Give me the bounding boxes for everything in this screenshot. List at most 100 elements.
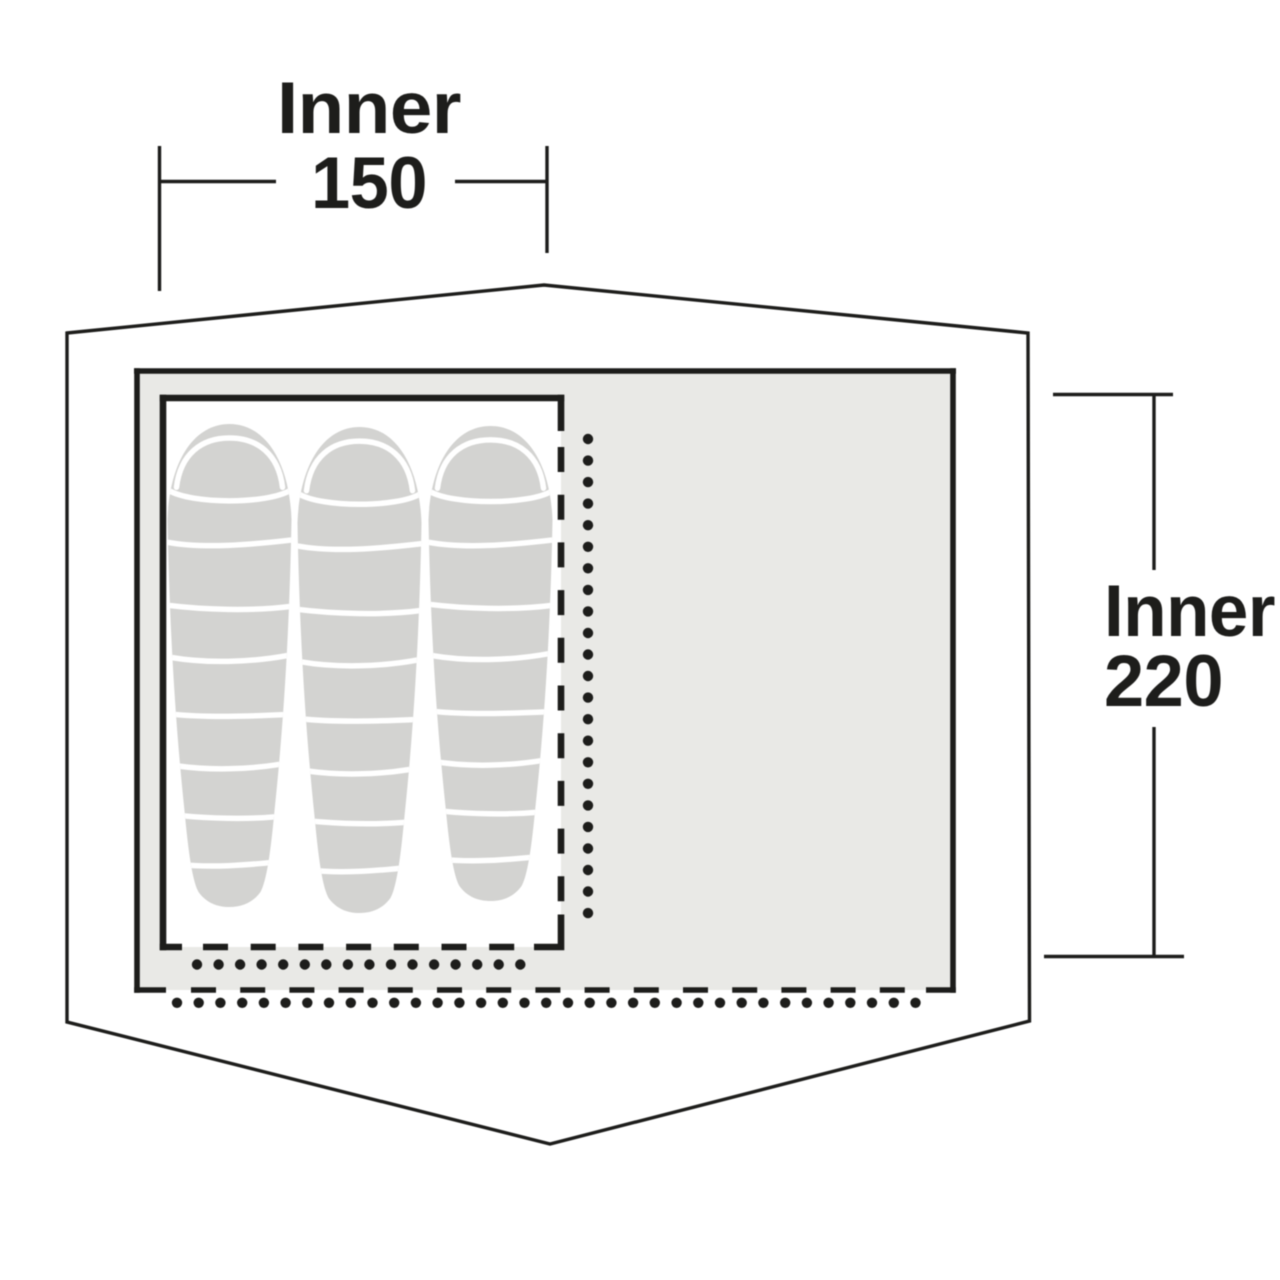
zipper-dot xyxy=(801,997,813,1008)
sleeping-bag-baffle-seam xyxy=(167,536,292,549)
zipper-dot xyxy=(258,997,270,1008)
sleeping-bags xyxy=(167,424,553,914)
zipper-dot xyxy=(345,997,356,1008)
zipper-dot xyxy=(582,670,594,682)
zipper-dot xyxy=(280,997,291,1008)
sleeping-bag-baffle-seam xyxy=(167,651,292,665)
zipper-dot xyxy=(582,735,594,746)
sleeping-bag-collar-seam xyxy=(167,487,292,504)
dimension-width-label: Inner xyxy=(277,68,461,149)
cabin-bottom-right-corner xyxy=(534,914,565,951)
zipper-dot xyxy=(582,476,594,488)
zipper-dot xyxy=(385,959,397,970)
zipper-dot xyxy=(278,959,289,970)
zipper-dotted-lines xyxy=(171,433,921,1008)
zipper-dot xyxy=(582,563,594,574)
zipper-dot xyxy=(714,997,726,1008)
zipper-dot xyxy=(649,997,660,1008)
sleeping-bag-hood-seam xyxy=(434,437,547,491)
zipper-dot xyxy=(302,997,313,1008)
zipper-dot xyxy=(367,997,378,1008)
zipper-dot xyxy=(213,959,224,970)
sleeping-bag-baffle-seam xyxy=(428,707,553,717)
zipper-dot xyxy=(191,959,203,970)
groundsheet-polygon xyxy=(65,283,1032,1146)
zipper-dot xyxy=(562,997,574,1008)
zipper-dot xyxy=(515,959,526,970)
zipper-dot xyxy=(582,627,594,639)
zipper-dot xyxy=(582,455,594,466)
zipper-dot xyxy=(582,800,594,811)
zipper-dot xyxy=(493,959,504,970)
zipper-dot xyxy=(364,959,375,970)
dimension-depth-label: Inner xyxy=(1104,571,1275,652)
zipper-dot xyxy=(256,959,267,970)
zipper-dot xyxy=(910,997,921,1008)
zipper-dot xyxy=(582,864,594,876)
zipper-dot xyxy=(582,886,594,897)
sleeping-bag-baffle-seam xyxy=(297,606,422,617)
zipper-dot xyxy=(432,997,443,1008)
zipper-dot xyxy=(671,997,682,1008)
zipper-dot xyxy=(888,997,899,1008)
zipper-dot xyxy=(472,959,483,970)
zipper-dot xyxy=(582,498,594,509)
zipper-dot xyxy=(584,997,595,1008)
sleeping-bag-collar-seam xyxy=(428,488,553,505)
zipper-dot xyxy=(342,959,354,970)
sleeping-bag-collar-seam xyxy=(297,490,422,508)
zipper-dot xyxy=(428,959,440,970)
zipper-dot xyxy=(582,606,594,617)
zipper-dot xyxy=(866,997,878,1008)
sleeping-bag-baffle-seam xyxy=(297,715,422,724)
sleeping-bag-baffle-seam xyxy=(297,655,422,669)
zipper-dot xyxy=(627,997,639,1008)
dimension-depth-value: 220 xyxy=(1104,641,1223,722)
zipper-dotted-line-2 xyxy=(191,959,526,970)
zipper-dot xyxy=(450,959,461,970)
zipper-dot xyxy=(780,997,791,1008)
zipper-dot xyxy=(407,959,418,970)
dimension-width: Inner 150 xyxy=(157,68,549,291)
sleeping-bag-2 xyxy=(297,427,422,914)
zipper-dot xyxy=(582,584,594,596)
zipper-dot xyxy=(582,757,594,768)
sleeping-bag-baffle-seam xyxy=(428,649,553,663)
sleeping-bag-baffle-seam xyxy=(167,602,292,613)
zipper-dot xyxy=(582,520,594,531)
zipper-dot xyxy=(736,997,747,1008)
zipper-dot xyxy=(582,714,594,725)
sleeping-bag-baffle-seam xyxy=(297,540,422,553)
zipper-dot xyxy=(171,997,183,1008)
zipper-dot xyxy=(321,959,332,970)
zipper-dot xyxy=(582,778,594,789)
zipper-dot xyxy=(519,997,530,1008)
dimension-width-value: 150 xyxy=(311,143,427,224)
zipper-dot xyxy=(497,997,508,1008)
zipper-dot xyxy=(758,997,769,1008)
zipper-dot xyxy=(606,997,617,1008)
zipper-dot xyxy=(845,997,856,1008)
zipper-dot xyxy=(541,997,552,1008)
zipper-dot xyxy=(193,997,204,1008)
sleeping-cabin xyxy=(159,394,565,951)
zipper-dot xyxy=(582,692,594,703)
zipper-dotted-line-3 xyxy=(171,997,921,1008)
zipper-dot xyxy=(323,997,335,1008)
zipper-dot xyxy=(389,997,400,1008)
sleeping-bag-baffle-seam xyxy=(167,710,292,720)
sleeping-bag-hood-seam xyxy=(173,435,286,491)
zipper-dot xyxy=(823,997,834,1008)
zipper-dot xyxy=(234,959,246,970)
zipper-dotted-line-1 xyxy=(582,433,594,919)
zipper-dot xyxy=(410,997,422,1008)
sleeping-bag-hood-seam xyxy=(303,438,416,494)
zipper-dot xyxy=(299,959,310,970)
zipper-dot xyxy=(693,997,704,1008)
zipper-dot xyxy=(582,433,594,445)
zipper-dot xyxy=(582,843,594,854)
sleeping-bag-baffle-seam xyxy=(428,601,553,612)
zipper-dot xyxy=(237,997,248,1008)
